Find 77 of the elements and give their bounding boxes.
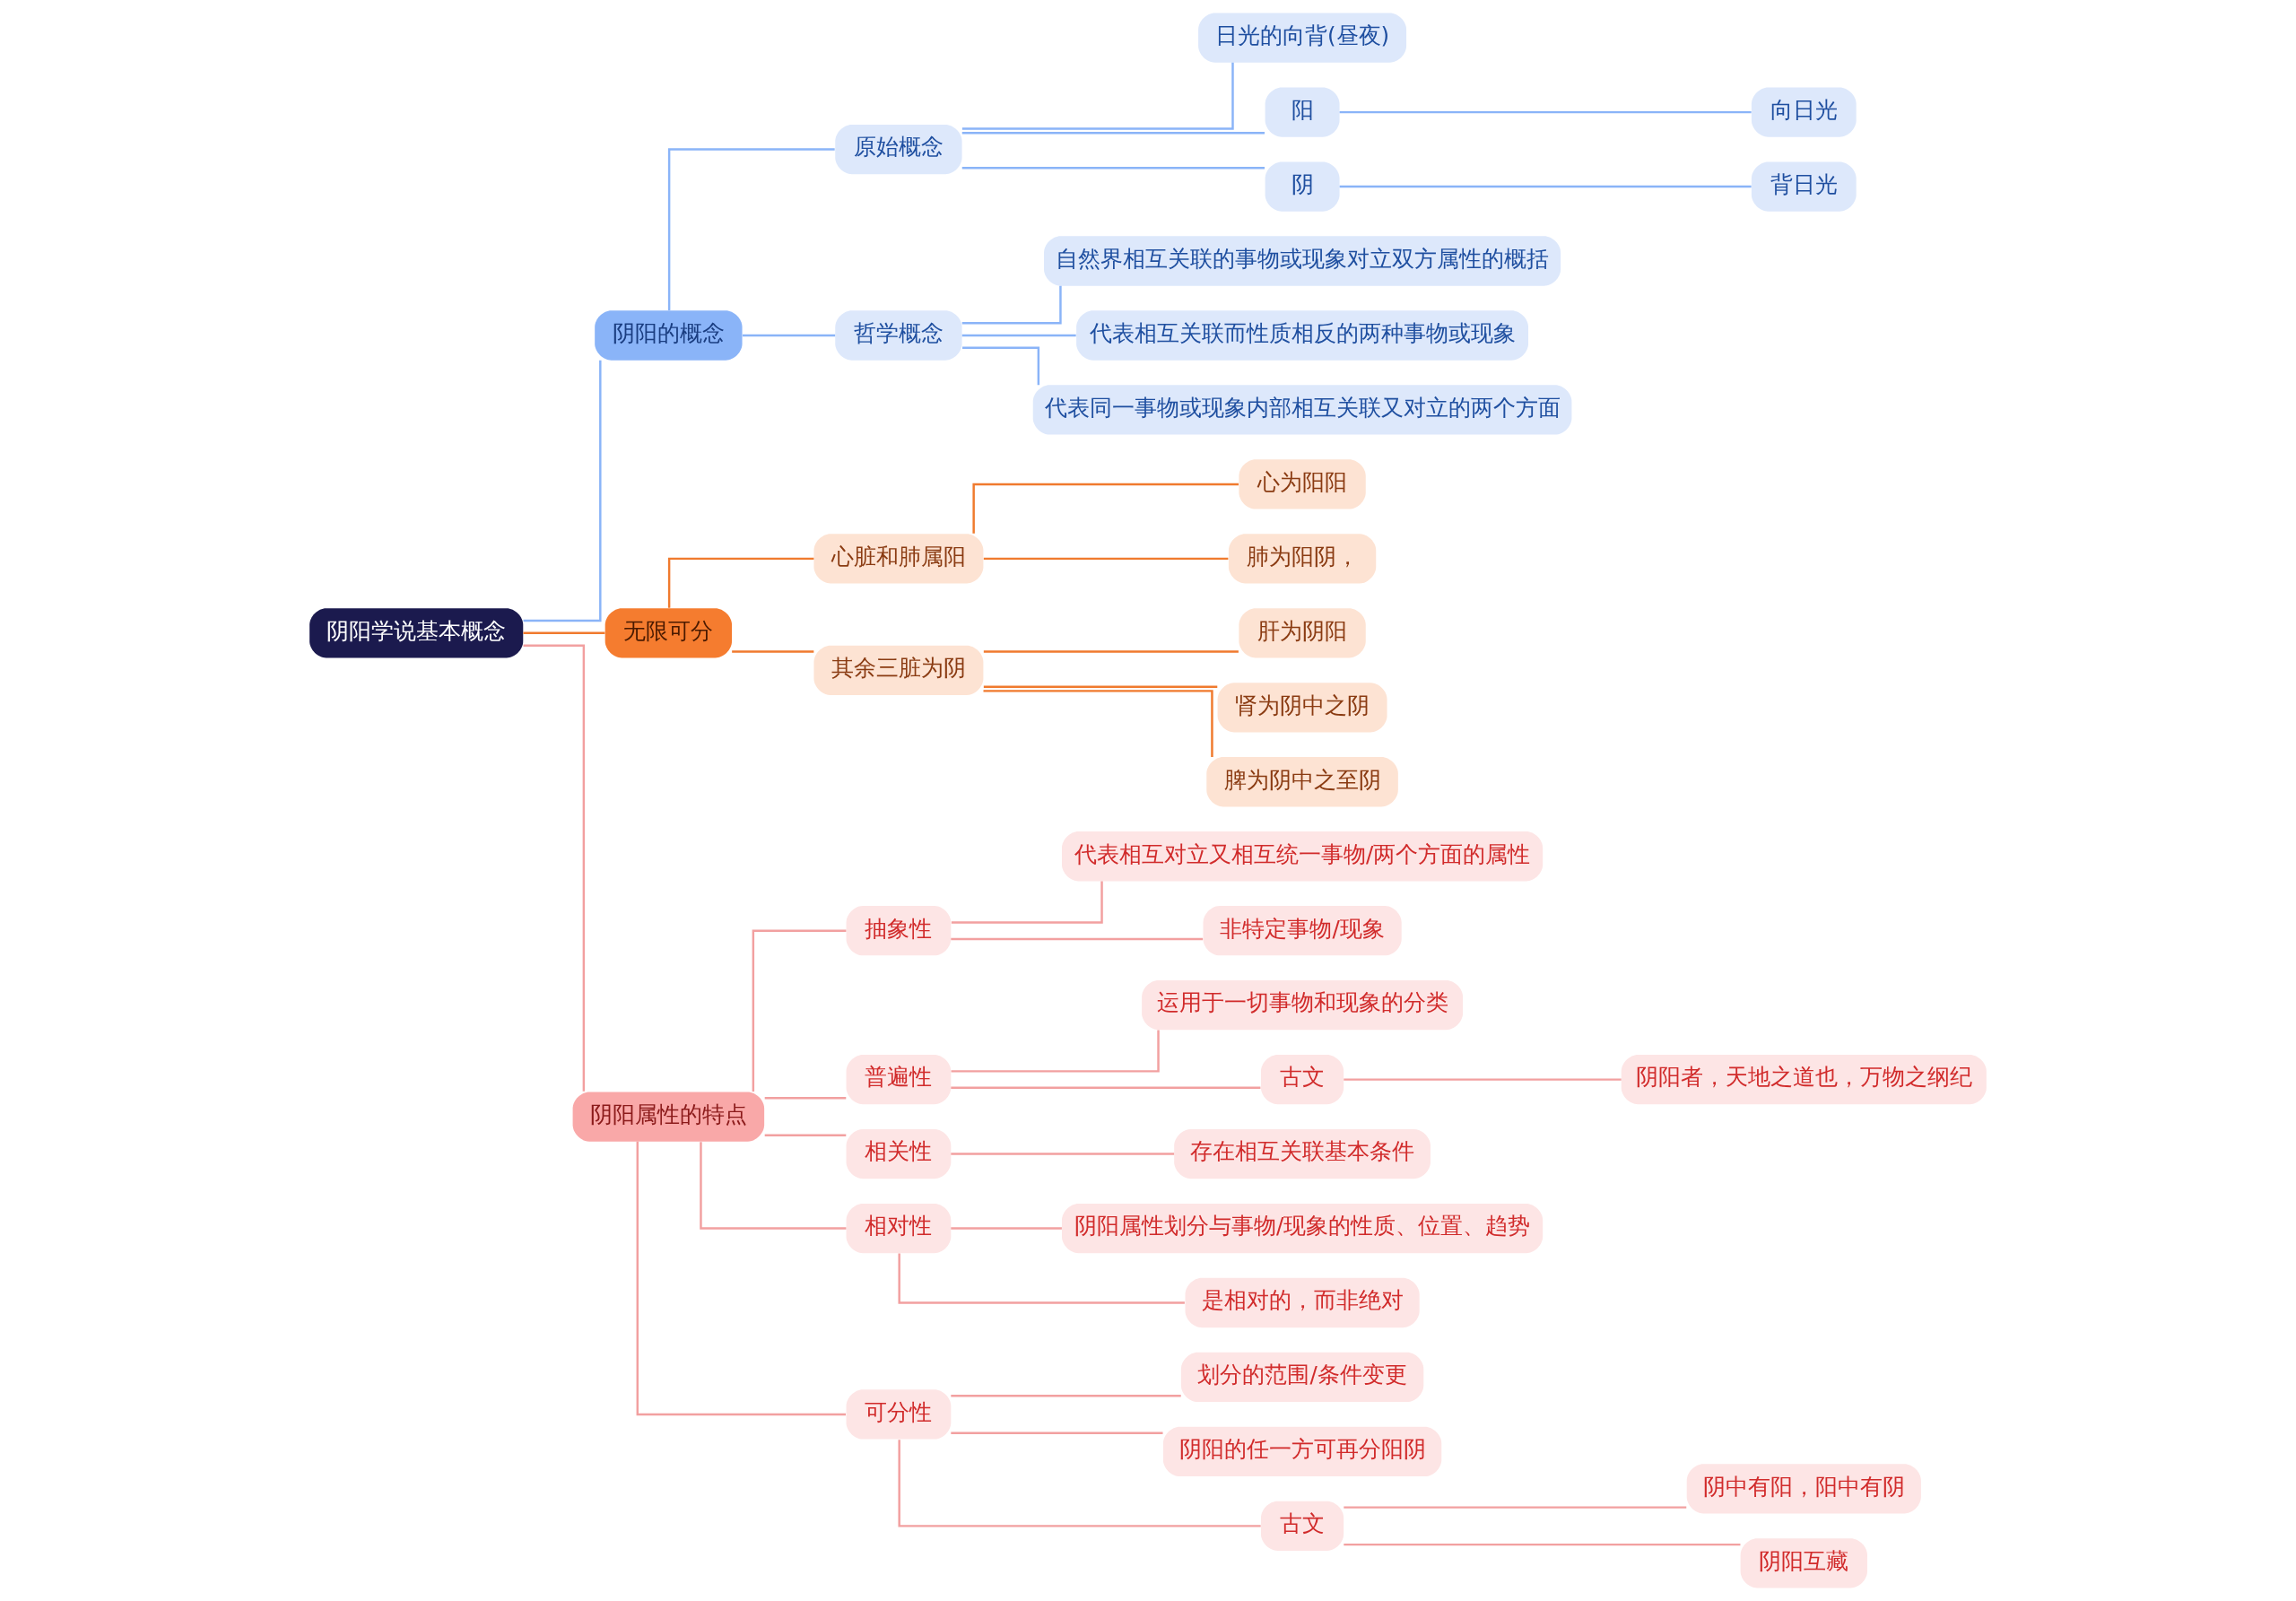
node-box: 阳 — [1265, 87, 1340, 137]
connector — [1339, 110, 1752, 114]
node-box: 背日光 — [1751, 161, 1857, 212]
node-box: 抽象性 — [846, 906, 952, 956]
node-box: 哲学概念 — [835, 310, 962, 361]
node-box: 阴阳互藏 — [1740, 1538, 1867, 1588]
node-box: 阴阳的概念 — [595, 310, 743, 361]
node-box: 普遍性 — [846, 1054, 952, 1105]
connector — [752, 929, 847, 1092]
node-box: 脾为阴中之至阴 — [1206, 757, 1398, 807]
node-box: 阴 — [1265, 161, 1340, 212]
node-box: 原始概念 — [835, 124, 962, 175]
connector — [951, 1086, 1261, 1090]
node-box: 运用于一切事物和现象的分类 — [1142, 980, 1464, 1031]
connector — [983, 690, 1213, 758]
connector — [667, 148, 835, 310]
node-box: 非特定事物/现象 — [1203, 906, 1402, 956]
connector — [972, 483, 1239, 534]
connector — [732, 650, 814, 653]
connector — [764, 1134, 847, 1137]
connector — [523, 644, 586, 1092]
node-box: 划分的范围/条件变更 — [1180, 1352, 1424, 1403]
node-box: 相关性 — [846, 1128, 952, 1179]
connector — [961, 167, 1265, 170]
node-box: 心为阳阳 — [1239, 459, 1366, 509]
node-box: 无限可分 — [604, 608, 733, 658]
node-box: 是相对的，而非绝对 — [1185, 1277, 1420, 1328]
connector — [961, 62, 1234, 130]
connector — [742, 334, 836, 337]
node-box: 相对性 — [846, 1203, 952, 1254]
connector — [951, 1153, 1175, 1155]
node-box: 自然界相互关联的事物或现象对立双方属性的概括 — [1044, 236, 1561, 286]
node-box: 其余三脏为阴 — [813, 645, 984, 695]
connector — [898, 1253, 1185, 1304]
node-box: 日光的向背(昼夜) — [1198, 13, 1407, 63]
node-box: 阴阳属性的特点 — [572, 1092, 765, 1142]
connector — [951, 1394, 1181, 1397]
node-box: 古文 — [1261, 1501, 1344, 1552]
connector — [962, 346, 1040, 386]
node-box: 肾为阴中之阴 — [1217, 683, 1387, 733]
connector — [983, 650, 1239, 653]
connector — [523, 631, 605, 635]
connector — [951, 1227, 1062, 1230]
node-box: 向日光 — [1751, 87, 1857, 137]
connector — [961, 334, 1076, 337]
node-box: 可分性 — [846, 1389, 952, 1440]
connector — [523, 360, 602, 622]
connector — [961, 285, 1062, 325]
connector — [636, 1141, 846, 1416]
node-box: 代表相互关联而性质相反的两种事物或现象 — [1076, 310, 1529, 361]
connector — [1339, 185, 1752, 188]
connector — [951, 881, 1103, 924]
node-box: 肝为阴阳 — [1239, 608, 1366, 658]
node-box: 阴阳属性划分与事物/现象的性质、位置、趋势 — [1062, 1203, 1544, 1254]
connector — [983, 685, 1218, 688]
connector — [1344, 1543, 1741, 1546]
connector — [1344, 1078, 1622, 1081]
connector — [961, 131, 1265, 135]
node-box: 阴中有阳，阳中有阴 — [1686, 1464, 1921, 1514]
node-box: 代表相互对立又相互统一事物/两个方面的属性 — [1062, 831, 1544, 882]
connector — [667, 557, 814, 608]
connector — [764, 1097, 847, 1100]
connector — [951, 1030, 1160, 1073]
connector — [700, 1142, 847, 1230]
node-box: 古文 — [1261, 1054, 1344, 1105]
node-box: 存在相互关联基本条件 — [1174, 1128, 1431, 1179]
node-box: 心脏和肺属阳 — [813, 534, 984, 584]
node-box: 代表同一事物或现象内部相互关联又对立的两个方面 — [1032, 385, 1572, 435]
connector — [983, 557, 1229, 561]
node-box: 阴阳者，天地之道也，万物之纲纪 — [1621, 1054, 1987, 1105]
node-box: 肺为阳阴， — [1228, 534, 1377, 584]
node-box: 阴阳学说基本概念 — [309, 608, 524, 658]
connector — [951, 937, 1204, 941]
connector — [898, 1440, 1261, 1527]
connector — [951, 1431, 1163, 1434]
connector — [1344, 1506, 1687, 1509]
node-box: 阴阳的任一方可再分阳阴 — [1162, 1426, 1442, 1477]
